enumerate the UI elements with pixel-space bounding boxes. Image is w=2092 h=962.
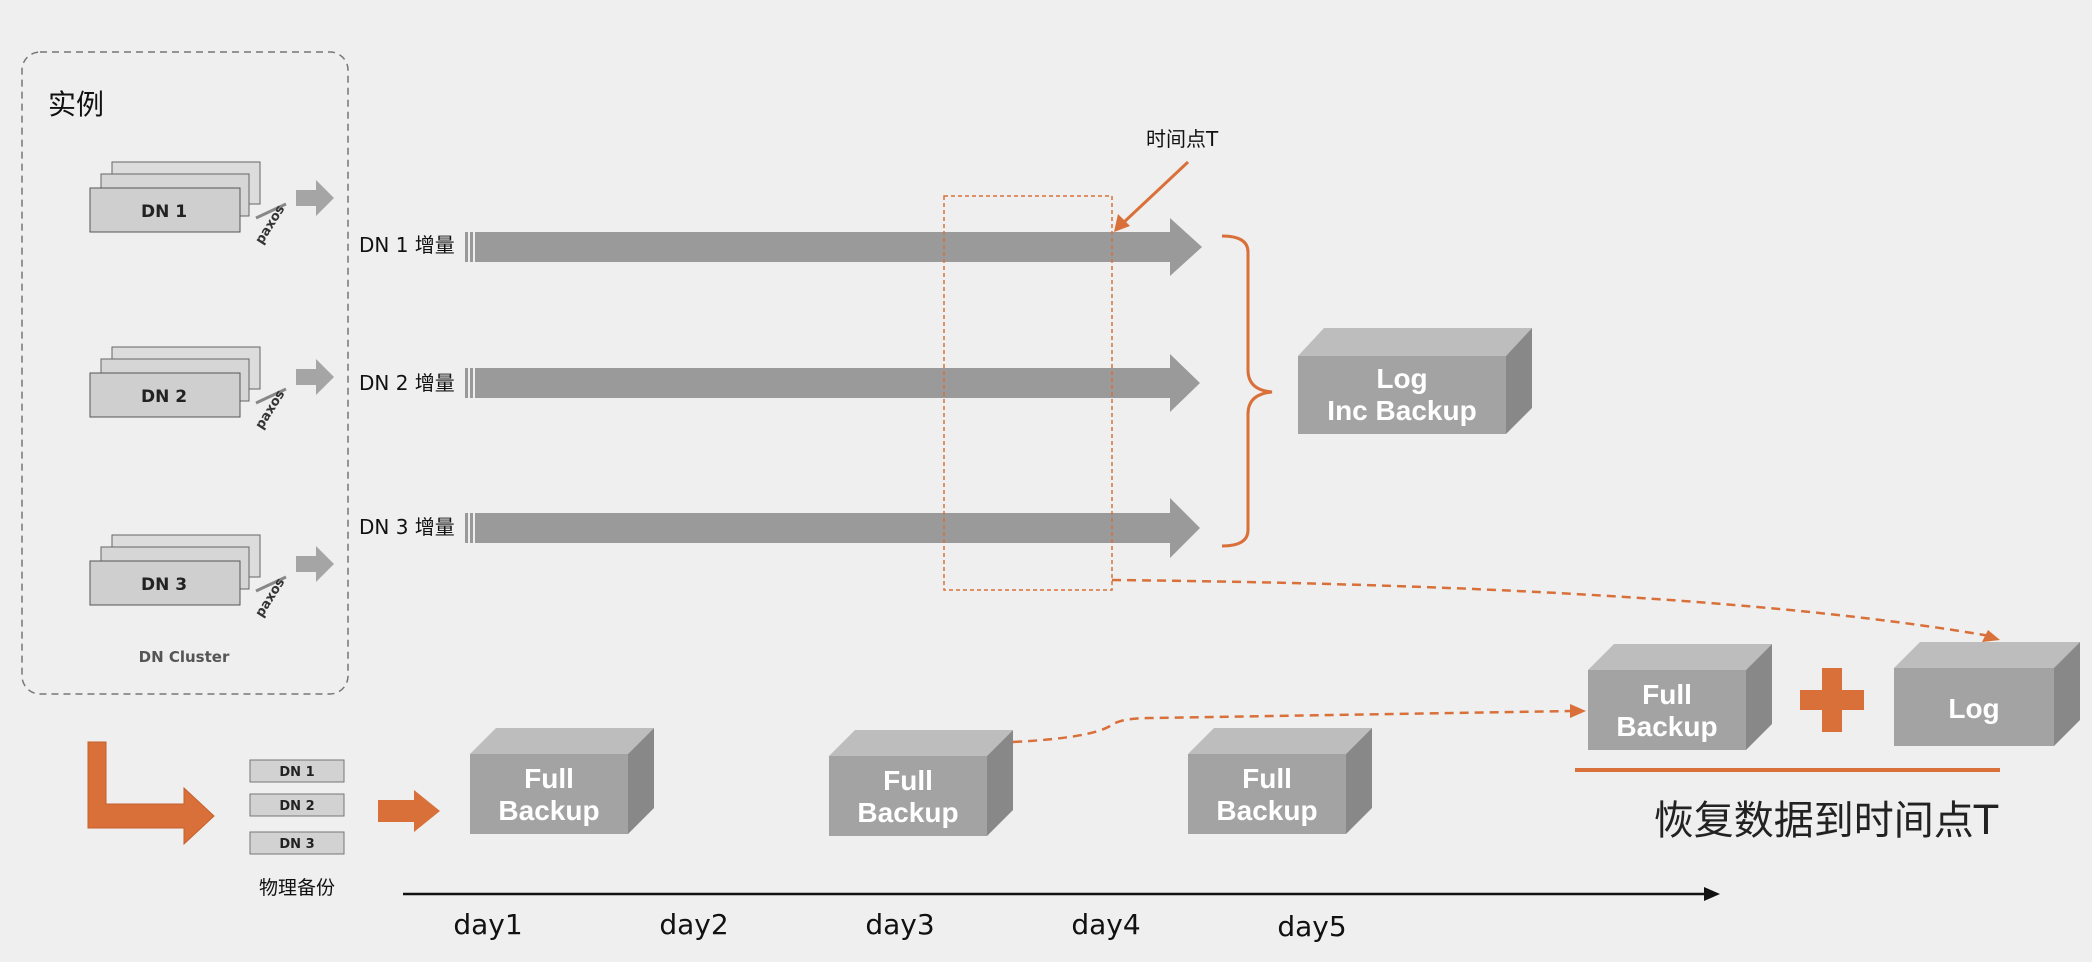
timeline-day-4: day4	[1071, 908, 1140, 941]
physical-backup-item-1-label: DN 1	[279, 765, 314, 780]
timeline-arrowhead-icon	[1704, 887, 1720, 901]
full-backup-box-2: Full Backup	[829, 730, 1013, 836]
physical-backup-item-1	[249, 759, 345, 783]
physical-backup-label: 物理备份	[259, 877, 335, 899]
physical-backup-items: DN 1 DN 2 DN 3	[249, 759, 345, 855]
physical-to-full-arrow-icon	[378, 790, 440, 832]
dn-cluster-label: DN Cluster	[139, 648, 230, 666]
stream-3-label: DN 3 增量	[359, 515, 455, 539]
physical-backup-item-2	[249, 793, 345, 817]
paxos-marker-3: paxos	[253, 575, 289, 620]
full-backup-box-1: Full Backup	[470, 728, 654, 834]
timeline-day-5: day5	[1277, 910, 1346, 943]
full-backup-2-line2: Backup	[857, 797, 958, 828]
full-backup-1-line2: Backup	[498, 795, 599, 826]
paxos-label-2: paxos	[253, 387, 289, 432]
stream-1-label: DN 1 增量	[359, 233, 455, 257]
restore-caption: 恢复数据到时间点T	[1654, 798, 1999, 844]
log-inc-backup-box: Log Inc Backup	[1298, 328, 1532, 434]
full-backup-1-line1: Full	[524, 763, 574, 794]
physical-backup-item-2-label: DN 2	[279, 799, 314, 814]
node-1-arrow-icon	[296, 180, 334, 216]
physical-backup-item-3	[249, 831, 345, 855]
restore-full-line2: Backup	[1616, 711, 1717, 742]
restore-underline	[1575, 768, 2000, 772]
stream-2-arrow	[475, 354, 1200, 412]
node-3-arrow-icon	[296, 546, 334, 582]
timeline-day-1: day1	[453, 908, 522, 941]
dn-node-2: DN 2	[89, 346, 261, 418]
full-backup-3-line2: Backup	[1216, 795, 1317, 826]
paxos-marker-1: paxos	[253, 202, 289, 247]
plus-icon	[1800, 668, 1864, 732]
log-inc-backup-line2: Inc Backup	[1327, 395, 1476, 426]
streams-brace	[1221, 234, 1273, 548]
dn-node-2-label: DN 2	[141, 387, 187, 407]
restore-log-box: Log	[1894, 642, 2080, 746]
stream-3-arrow	[475, 498, 1200, 558]
restore-log-line1: Log	[1948, 693, 1999, 724]
instance-container	[21, 51, 349, 695]
full-restore-link	[1012, 709, 1573, 744]
restore-full-backup-box: Full Backup	[1588, 644, 1772, 750]
node-output-arrows	[296, 180, 334, 582]
stream-3: DN 3 增量	[359, 498, 1200, 558]
log-restore-link	[1111, 578, 1991, 638]
dn-node-1: DN 1	[89, 161, 261, 233]
log-inc-backup-line1: Log	[1376, 363, 1427, 394]
full-backup-box-3: Full Backup	[1188, 728, 1372, 834]
paxos-label-1: paxos	[253, 202, 289, 247]
stream-2: DN 2 增量	[359, 354, 1200, 412]
paxos-marker-2: paxos	[253, 387, 289, 432]
physical-backup-item-3-label: DN 3	[279, 837, 314, 852]
time-point-label: 时间点T	[1146, 127, 1219, 151]
stream-1-arrow	[475, 218, 1202, 276]
dn-node-3: DN 3	[89, 534, 261, 606]
restore-full-line1: Full	[1642, 679, 1692, 710]
full-backup-2-line1: Full	[883, 765, 933, 796]
dn-node-3-label: DN 3	[141, 575, 187, 595]
stream-2-label: DN 2 增量	[359, 371, 455, 395]
full-backup-3-line1: Full	[1242, 763, 1292, 794]
timeline-day-2: day2	[659, 908, 728, 941]
stream-1: DN 1 增量	[359, 218, 1202, 276]
timeline-day-3: day3	[865, 908, 934, 941]
dn-node-1-label: DN 1	[141, 202, 187, 222]
time-point-pointer	[1114, 160, 1190, 232]
full-restore-link-head	[1570, 704, 1586, 718]
paxos-label-3: paxos	[253, 575, 289, 620]
time-point-window	[943, 195, 1113, 591]
physical-backup-arrow-icon	[87, 741, 215, 846]
instance-title: 实例	[48, 88, 104, 121]
log-restore-link-head	[1982, 630, 2000, 642]
node-2-arrow-icon	[296, 359, 334, 395]
